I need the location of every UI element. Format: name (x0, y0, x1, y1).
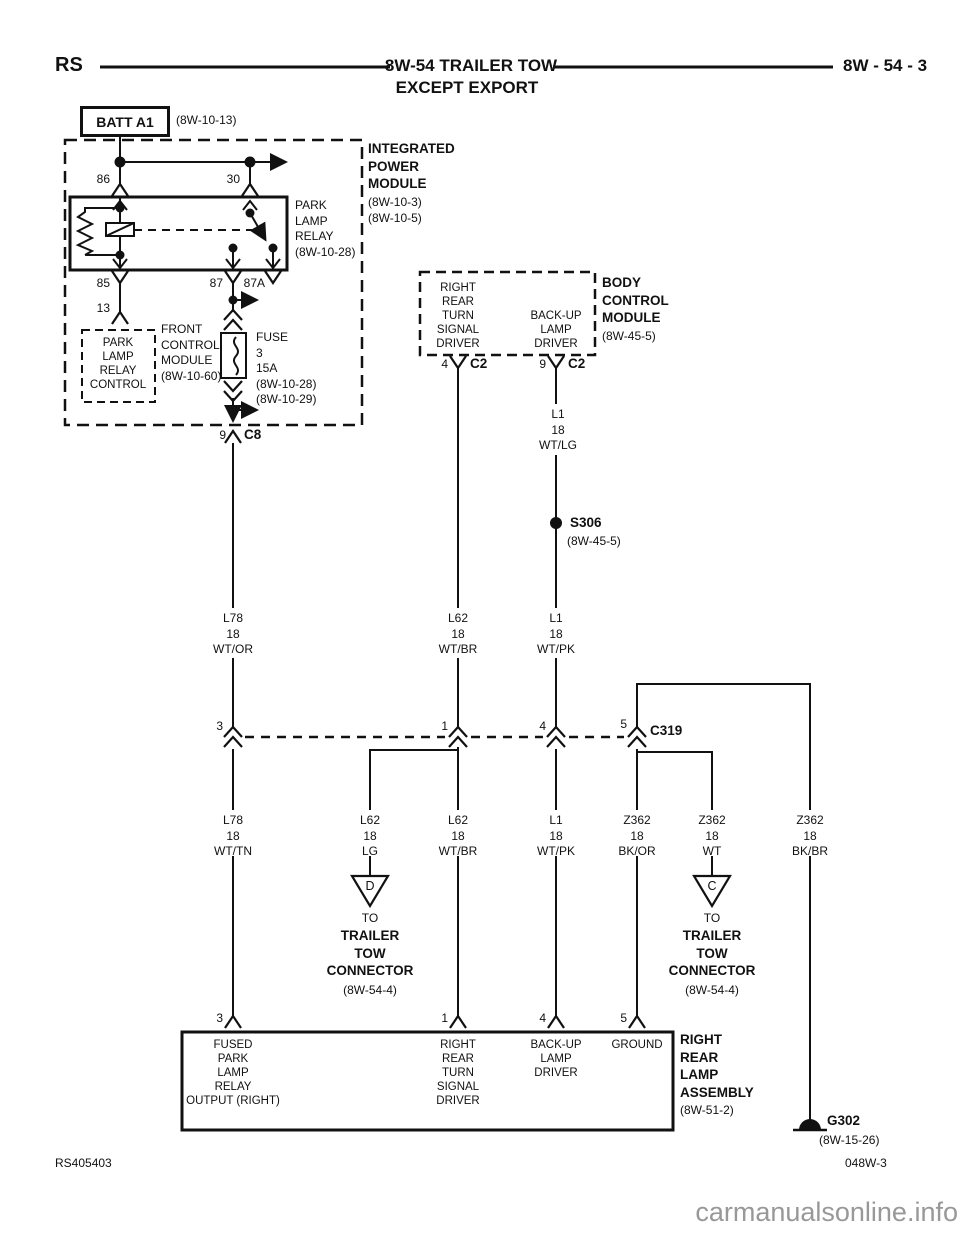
harness-wires (232, 368, 811, 1120)
splice-s306-dot (550, 517, 562, 529)
bcm-symbol (418, 270, 597, 370)
trailer-tow-triangles (350, 874, 732, 909)
trailer-c-letter: C (707, 879, 717, 893)
trailer-c-ref: (8W-54-4) (685, 983, 739, 997)
page-title: 8W-54 TRAILER TOW (384, 56, 558, 75)
lamp-assembly-ref: (8W-51-2) (680, 1103, 734, 1117)
c319-name: C319 (650, 723, 683, 738)
g302-ground-symbol (793, 1119, 827, 1132)
relay-pin-30: 30 (226, 172, 240, 186)
relay-pin-85: 85 (96, 276, 110, 290)
fuse-branch (220, 283, 259, 445)
bcm-ref: (8W-45-5) (602, 329, 656, 343)
watermark: carmanualsonline.info (695, 1197, 958, 1227)
lamp-assembly-symbol (180, 1014, 675, 1132)
lamp-pin-4: 4 (539, 1011, 546, 1025)
front-control-module-symbol (81, 283, 156, 403)
relay-pin-87: 87 (209, 276, 223, 290)
c8-name: C8 (244, 427, 262, 442)
bcm-conn-c2-left: C2 (470, 356, 488, 371)
c319-connector (222, 725, 648, 749)
relay-pin-87a: 87A (243, 276, 265, 290)
ipm-box (63, 138, 364, 427)
trailer-d-letter: D (365, 879, 375, 893)
page-number: 8W - 54 - 3 (843, 56, 928, 75)
battery-feed (114, 134, 288, 184)
trailer-c-to: TO (703, 911, 721, 925)
lamp-pin-3: 3 (216, 1011, 223, 1025)
trailer-d-to: TO (361, 911, 379, 925)
bcm-pin-4: 4 (441, 357, 448, 371)
bcm-pin-9: 9 (539, 357, 546, 371)
c8-pin-9: 9 (219, 428, 226, 442)
trailer-d-ref: (8W-54-4) (343, 983, 397, 997)
bcm-conn-c2-right: C2 (568, 356, 586, 371)
park-lamp-relay-symbol (68, 182, 289, 285)
batt-a1-ref: (8W-10-13) (176, 113, 237, 127)
c319-pin-1: 1 (441, 719, 448, 733)
g302-name: G302 (827, 1113, 861, 1128)
batt-a1-label: BATT A1 (96, 113, 154, 130)
splice-s306-name: S306 (570, 515, 602, 530)
lamp-pin-1: 1 (441, 1011, 448, 1025)
batt-a1-box: BATT A1 (80, 106, 170, 137)
splice-s306-ref: (8W-45-5) (567, 534, 621, 548)
fcm-pin-13: 13 (96, 301, 110, 315)
c319-pin-4: 4 (539, 719, 546, 733)
g302-ref: (8W-15-26) (819, 1133, 880, 1147)
c319-pin-5: 5 (620, 717, 627, 731)
footer-page-code: 048W-3 (845, 1156, 887, 1170)
lamp-pin-5: 5 (620, 1011, 627, 1025)
footer-doc-code: RS405403 (55, 1156, 112, 1170)
c319-pin-3: 3 (216, 719, 223, 733)
lamp-col-ground: GROUND (611, 1039, 663, 1051)
relay-pin-86: 86 (96, 172, 110, 186)
page-subtitle: EXCEPT EXPORT (395, 78, 539, 97)
page-model-code: RS (55, 54, 83, 76)
ipm-refs: (8W-10-3)(8W-10-5) (368, 195, 422, 225)
